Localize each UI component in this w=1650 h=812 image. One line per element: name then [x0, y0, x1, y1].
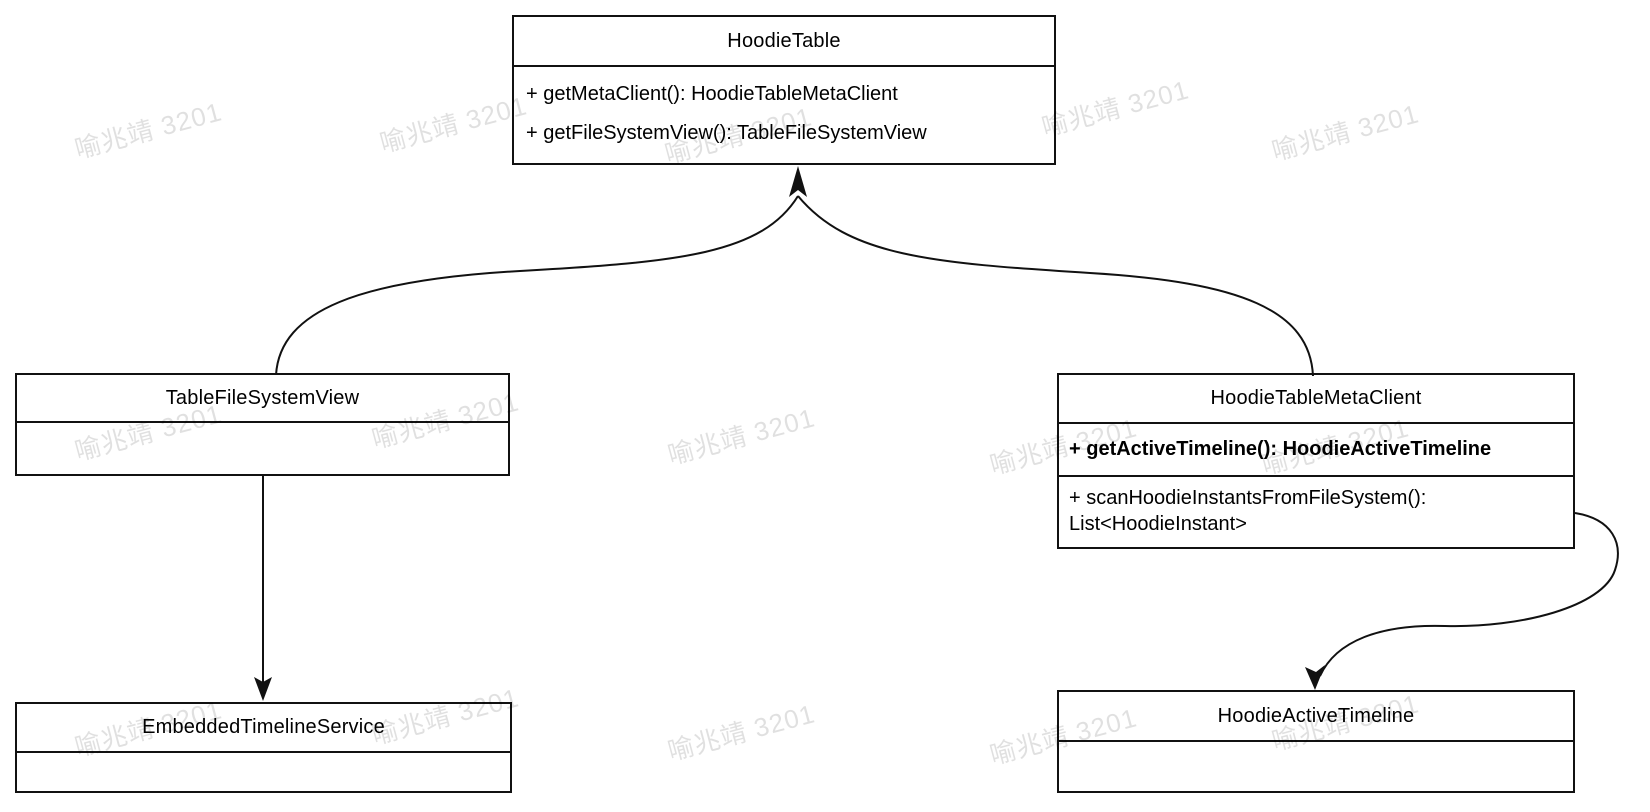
- arrowhead-up-hoodietable: [789, 166, 807, 197]
- class-method: + getMetaClient(): HoodieTableMetaClient: [526, 83, 898, 105]
- class-title: HoodieTableMetaClient: [1059, 375, 1573, 424]
- class-node-hoodieactivetimeline: HoodieActiveTimeline: [1057, 690, 1575, 793]
- class-empty-section: [1059, 742, 1573, 791]
- class-method: + scanHoodieInstantsFromFileSystem(): Li…: [1069, 487, 1427, 535]
- edge-hoodietablemetaclient-to-hoodietable: [797, 195, 1314, 377]
- class-node-hoodietable: HoodieTable + getMetaClient(): HoodieTab…: [512, 15, 1056, 165]
- class-method: + getActiveTimeline(): HoodieActiveTimel…: [1059, 424, 1573, 477]
- arrowhead-down-hoodieactivetimeline: [1305, 665, 1325, 690]
- class-empty-section: [17, 753, 510, 791]
- arrowhead-down-embeddedtimelineservice: [254, 677, 272, 701]
- class-methods-section: + getMetaClient(): HoodieTableMetaClient…: [514, 67, 1054, 161]
- watermark-text: 喻兆靖 3201: [1038, 74, 1193, 143]
- edge-tablefilesystemview-to-hoodietable: [275, 195, 799, 376]
- class-method: + getFileSystemView(): TableFileSystemVi…: [526, 122, 927, 144]
- watermark-text: 喻兆靖 3201: [376, 90, 531, 159]
- class-node-hoodietablemetaclient: HoodieTableMetaClient + getActiveTimelin…: [1057, 373, 1575, 549]
- watermark-text: 喻兆靖 3201: [1268, 98, 1423, 167]
- class-node-tablefilesystemview: TableFileSystemView: [15, 373, 510, 476]
- class-title: HoodieTable: [514, 17, 1054, 67]
- watermark-text: 喻兆靖 3201: [664, 698, 819, 767]
- watermark-text: 喻兆靖 3201: [71, 96, 226, 165]
- watermark-text: 喻兆靖 3201: [664, 402, 819, 471]
- class-title: TableFileSystemView: [17, 375, 508, 423]
- class-node-embeddedtimelineservice: EmbeddedTimelineService: [15, 702, 512, 793]
- class-title: EmbeddedTimelineService: [17, 704, 510, 753]
- class-title: HoodieActiveTimeline: [1059, 692, 1573, 742]
- class-empty-section: [17, 423, 508, 474]
